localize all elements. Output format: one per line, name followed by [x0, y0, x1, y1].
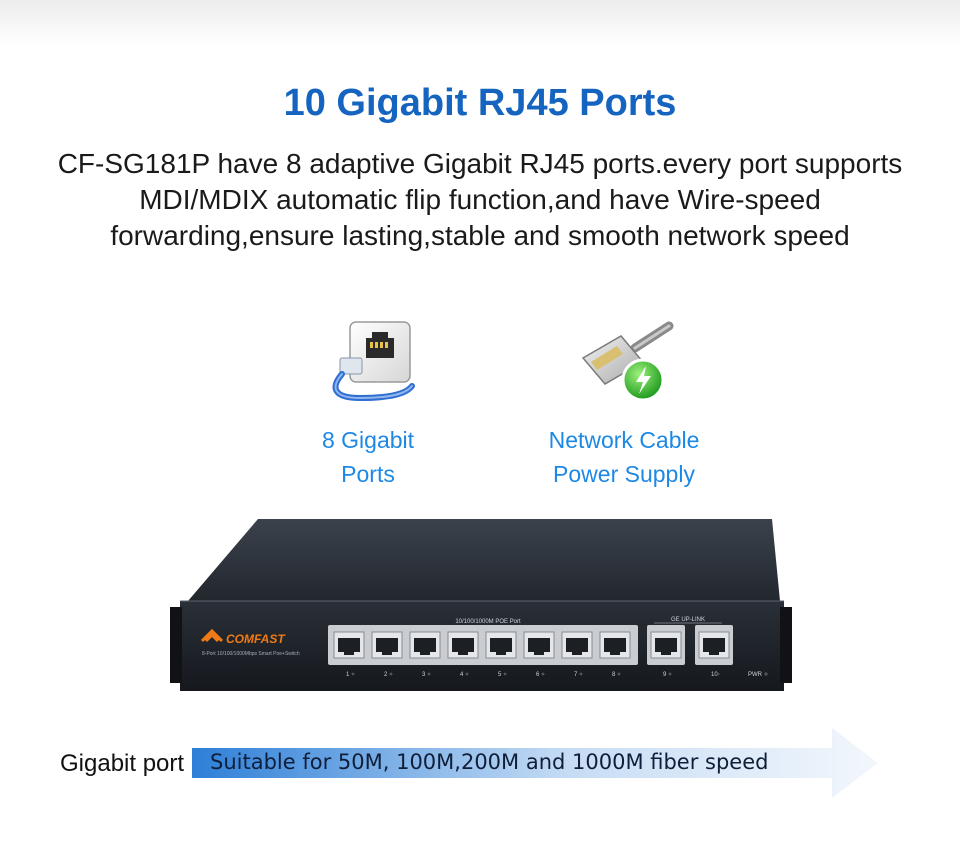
- description: CF-SG181P have 8 adaptive Gigabit RJ45 p…: [0, 146, 960, 254]
- rj45-port: [371, 631, 403, 659]
- description-line: CF-SG181P have 8 adaptive Gigabit RJ45 p…: [57, 148, 903, 179]
- port-led: [541, 672, 545, 676]
- feature-gigabit-ports: 8 Gigabit Ports: [298, 318, 438, 491]
- feature-label: Ports: [341, 461, 395, 487]
- description-line: forwarding,ensure lasting,stable and smo…: [110, 220, 850, 251]
- rj45-port: [447, 631, 479, 659]
- comfast-logo: COMFAST: [200, 628, 286, 646]
- uplink-port: [698, 631, 730, 659]
- page-title: 10 Gigabit RJ45 Ports: [283, 82, 677, 124]
- port-number: 8: [612, 672, 616, 678]
- feature-network-cable-power: Network Cable Power Supply: [524, 318, 724, 491]
- speed-arrow-banner: [192, 728, 878, 798]
- uplink-port: [650, 631, 682, 659]
- port-led: [465, 672, 469, 676]
- port-led: [617, 672, 621, 676]
- power-label: PWR: [748, 672, 763, 678]
- port-number: 10: [711, 672, 718, 678]
- ethernet-port-icon: [332, 321, 415, 402]
- feature-label: Network Cable: [548, 427, 700, 453]
- port-number: 4: [460, 672, 464, 678]
- port-number: 2: [384, 672, 388, 678]
- rj45-port: [333, 631, 365, 659]
- port-led: [716, 672, 720, 676]
- port-number: 1: [346, 672, 350, 678]
- rj45-port: [599, 631, 631, 659]
- poe-group-label: 10/100/1000M POE Port: [455, 619, 521, 625]
- brand-name: COMFAST: [226, 632, 286, 646]
- uplink-group-label: GE UP-LINK: [671, 617, 705, 623]
- rj45-port: [485, 631, 517, 659]
- feature-label: 8 Gigabit: [321, 427, 415, 453]
- feature-label: Power Supply: [553, 461, 695, 487]
- port-number: 3: [422, 672, 426, 678]
- speed-description: Suitable for 50M, 100M,200M and 1000M fi…: [210, 750, 769, 774]
- rj45-port: [561, 631, 593, 659]
- description-line: MDI/MDIX automatic flip function,and hav…: [139, 184, 821, 215]
- port-led: [668, 672, 672, 676]
- model-line: 8-Port 10/100/1000Mbps Smart Poe+Switch: [202, 651, 300, 657]
- poe-switch-device: COMFAST 8-Port 10/100/1000Mbps Smart Poe…: [170, 519, 792, 691]
- port-led: [579, 672, 583, 676]
- port-number: 5: [498, 672, 502, 678]
- gigabit-port-label: Gigabit port: [60, 750, 185, 777]
- port-led: [389, 672, 393, 676]
- port-led: [351, 672, 355, 676]
- power-led: [764, 672, 768, 676]
- port-number: 9: [663, 672, 667, 678]
- port-number: 6: [536, 672, 540, 678]
- top-gradient-band: [0, 0, 960, 46]
- port-led: [427, 672, 431, 676]
- port-number: 7: [574, 672, 578, 678]
- poe-cable-icon: [581, 321, 674, 402]
- port-led: [503, 672, 507, 676]
- poe-port-bay: [328, 625, 638, 665]
- rj45-port: [409, 631, 441, 659]
- rj45-port: [523, 631, 555, 659]
